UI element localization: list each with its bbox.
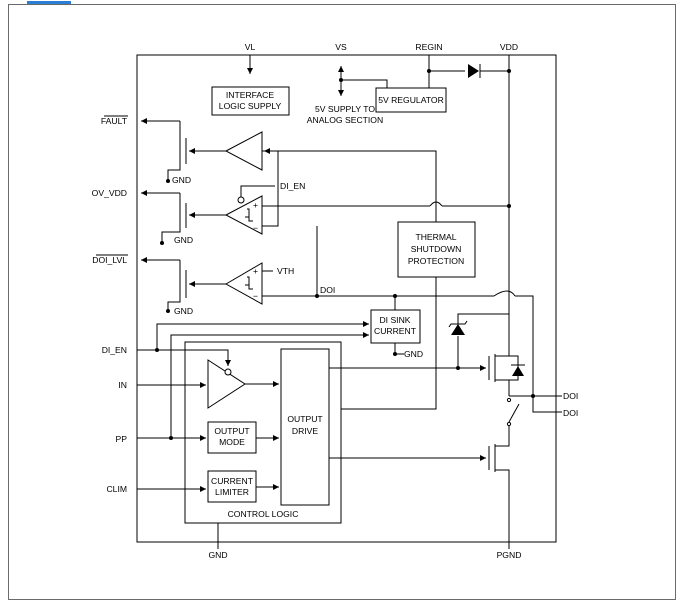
pin-gnd: GND	[208, 550, 227, 560]
vth-label: VTH	[277, 266, 294, 276]
output-drive-label-1: OUTPUT	[287, 414, 323, 424]
pin-regin: REGIN	[415, 42, 442, 52]
output-drive-label-2: DRIVE	[292, 426, 319, 436]
doi-lvl-gnd-dot	[166, 309, 170, 313]
doi-internal-label: DOI	[320, 285, 335, 295]
pin-ov-vdd: OV_VDD	[92, 188, 127, 198]
ov-source	[161, 226, 181, 242]
fault-gnd-label: GND	[172, 175, 191, 185]
vs-to-reg	[341, 79, 388, 88]
lowside-fet-drain	[495, 444, 510, 447]
pin-fault: FAULT	[101, 116, 128, 126]
current-limiter-label-2: LIMITER	[215, 487, 249, 497]
ov-gnd-dot	[160, 241, 164, 245]
doi-crossover	[493, 290, 516, 297]
zener-icon	[451, 324, 465, 335]
regulator-5v-label: 5V REGULATOR	[378, 95, 444, 105]
pin-in: IN	[118, 380, 127, 390]
di-sink-junction	[393, 294, 397, 298]
in-buffer-enable	[224, 368, 232, 376]
di-sink-current-box	[370, 309, 421, 344]
di-sink-label-1: DI SINK	[379, 315, 410, 325]
doi-lvl-source	[167, 296, 181, 310]
doi-2-wire	[532, 396, 556, 413]
output-mode-box	[207, 421, 257, 454]
doi-lvl-plus: +	[253, 266, 258, 276]
di-sink-label-2: CURRENT	[374, 326, 417, 336]
ov-enable-bubble	[237, 196, 245, 204]
di-en-line	[137, 349, 231, 366]
fault-source	[167, 162, 181, 180]
output-drive-box	[280, 348, 330, 506]
zener-top	[457, 313, 509, 324]
ov-plus: +	[253, 200, 258, 210]
pin-doi-2: DOI	[563, 408, 578, 418]
diode-icon	[468, 64, 479, 78]
switch-blade	[508, 403, 520, 423]
lowside-fet-source	[495, 469, 510, 542]
thermal-to-output-drive	[330, 277, 437, 412]
pin-vs: VS	[335, 42, 347, 52]
ov-di-en-line	[240, 185, 275, 197]
vdd-junction-ov	[507, 204, 511, 208]
pin-doi-1: DOI	[563, 391, 578, 401]
figure-frame	[8, 1, 676, 600]
pin-pp: PP	[116, 434, 128, 444]
supply-to-analog-label-1: 5V SUPPLY TO	[315, 104, 375, 114]
interface-logic-supply-label-1: INTERFACE	[226, 90, 274, 100]
ov-comparator	[224, 195, 263, 235]
interface-logic-supply-box	[211, 86, 290, 116]
doi-lvl-comparator	[224, 262, 263, 305]
output-mode-label-2: MODE	[219, 437, 245, 447]
pin-di-en: DI_EN	[102, 345, 127, 355]
di-sink-gnd-label: GND	[404, 349, 423, 359]
pin-vl: VL	[245, 42, 256, 52]
pin-pgnd: PGND	[497, 550, 522, 560]
regulator-5v-box	[375, 87, 447, 113]
doi-lvl-minus: −	[253, 291, 258, 301]
thermal-label-2: SHUTDOWN	[411, 244, 462, 254]
ov-minus-wire	[262, 151, 279, 227]
thermal-to-fault	[262, 150, 437, 225]
header-accent	[27, 1, 71, 4]
supply-to-analog-label-2: ANALOG SECTION	[307, 115, 383, 125]
doi-sense-wire-2	[515, 295, 534, 397]
thermal-label-1: THERMAL	[415, 232, 456, 242]
di-en-to-sink	[156, 321, 369, 348]
doi-lvl-gnd-label: GND	[174, 306, 193, 316]
vdd-junction-top	[507, 69, 511, 73]
output-mode-label-1: OUTPUT	[214, 426, 250, 436]
ov-gnd-label: GND	[174, 235, 193, 245]
ov-plus-crossover	[429, 201, 443, 207]
interface-logic-supply-label-2: LOGIC SUPPLY	[219, 101, 282, 111]
switch-contact-top	[506, 397, 512, 403]
di-en-junction	[155, 348, 159, 352]
pin-clim: CLIM	[106, 484, 127, 494]
control-logic-label: CONTROL LOGIC	[228, 509, 299, 519]
vs-junction	[339, 78, 343, 82]
ov-di-en-label: DI_EN	[280, 181, 305, 191]
fault-gnd-dot	[166, 179, 170, 183]
pin-doi-lvl: DOI_LVL	[92, 255, 127, 265]
ov-hysteresis	[247, 208, 253, 222]
doi-lvl-hysteresis	[247, 276, 253, 290]
current-limiter-label-1: CURRENT	[211, 476, 254, 486]
thermal-label-3: PROTECTION	[408, 256, 464, 266]
pin-vdd: VDD	[500, 42, 518, 52]
thermal-shutdown-box	[397, 221, 476, 278]
switch-contact-bottom	[506, 421, 512, 427]
ov-minus: −	[253, 223, 258, 233]
current-limiter-box	[207, 470, 257, 503]
body-diode-icon	[512, 366, 524, 376]
pp-to-sink	[170, 332, 369, 438]
